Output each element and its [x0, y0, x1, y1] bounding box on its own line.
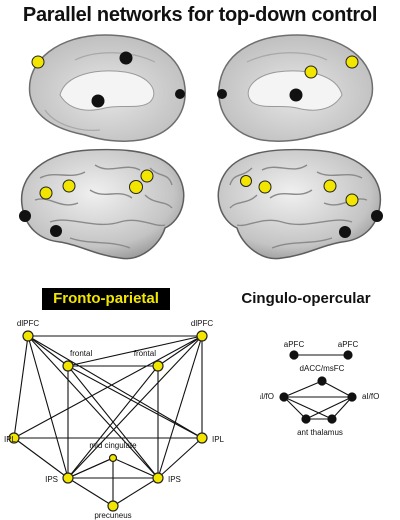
brain-node-yellow	[240, 175, 252, 187]
graph-node-frontal_r	[152, 360, 164, 372]
brain-node-yellow	[62, 179, 76, 193]
graph-node-frontal_l	[62, 360, 74, 372]
graph-edge	[112, 477, 159, 507]
graph-node-label: aI/fO	[260, 392, 274, 401]
brain-node-black	[217, 89, 227, 99]
brain-node-yellow	[129, 180, 143, 194]
graph-node-aifo_r	[347, 392, 357, 402]
graph-edge	[13, 437, 69, 479]
graph-node-label: aPFC	[338, 340, 359, 349]
graph-edge	[27, 335, 69, 367]
graph-edge	[157, 335, 203, 479]
graph-edge	[27, 335, 69, 479]
graph-node-thal_l	[301, 414, 311, 424]
graph-edge	[67, 365, 203, 439]
graph-node-label: frontal	[70, 349, 92, 358]
brain-node-black	[339, 226, 351, 238]
graph-node-ipl_r	[196, 432, 208, 444]
brain-node-black	[19, 210, 31, 222]
brain-lateral-left	[19, 148, 185, 260]
brain-node-black	[289, 88, 303, 102]
brain-node-black	[119, 51, 133, 65]
brain-lateral-right	[217, 148, 383, 260]
graph-edge	[331, 396, 353, 420]
graph-edge	[157, 437, 203, 479]
graph-node-label: IPS	[45, 475, 58, 484]
brain-renderings	[19, 34, 383, 260]
figure-title: Parallel networks for top-down control	[22, 4, 378, 26]
graph-edge	[13, 335, 29, 439]
brain-node-black	[371, 210, 383, 222]
brain-node-yellow	[39, 186, 53, 200]
graph-edge	[157, 335, 203, 367]
graph-edge	[67, 457, 114, 479]
brain-node-yellow	[31, 55, 45, 69]
graph-node-dlpfc_l	[22, 330, 34, 342]
graph-edge	[283, 380, 323, 398]
graph-edge	[283, 396, 333, 420]
graph-edge	[321, 380, 353, 398]
brain-node-black	[50, 225, 62, 237]
graph-node-dacc	[317, 376, 327, 386]
graph-node-aifo_l	[279, 392, 289, 402]
cingulo-opercular-label: Cingulo-opercular	[241, 290, 371, 307]
graph-edge	[27, 335, 159, 479]
graph-edge	[67, 477, 114, 507]
brain-node-yellow	[304, 65, 318, 79]
graph-edge	[283, 396, 307, 420]
brain-node-yellow	[345, 55, 359, 69]
graph-node-label: dACC/msFC	[300, 364, 345, 373]
graph-node-label: IPL	[4, 435, 17, 444]
graph-node-label: frontal	[134, 349, 156, 358]
graph-edge	[112, 457, 159, 479]
graph-edge	[67, 335, 203, 367]
graph-edge	[67, 335, 203, 479]
graph-node-label: IPS	[168, 475, 181, 484]
graph-node-label: precuneus	[94, 511, 131, 520]
graph-node-label: aI/fO	[362, 392, 379, 401]
graph-edge	[305, 396, 353, 420]
graph-node-label: ant thalamus	[297, 428, 343, 437]
brain-medial-right	[217, 34, 374, 142]
graph-node-precuneus	[107, 500, 119, 512]
brain-node-black	[175, 89, 185, 99]
graph-edge	[27, 335, 203, 439]
graph-edge	[67, 365, 159, 479]
graph-node-dlpfc_r	[196, 330, 208, 342]
graph-node-label: dlPFC	[17, 319, 39, 328]
brain-node-yellow	[258, 180, 272, 194]
cingulo-opercular-graph: aPFC aPFC dACC/msFC aI/fO aI/fO ant thalamus	[260, 340, 379, 437]
graph-node-ipl_l	[8, 432, 20, 444]
graph-node-label: aPFC	[284, 340, 305, 349]
graph-node-label: dlPFC	[191, 319, 213, 328]
graph-node-ips_l	[62, 472, 74, 484]
graph-node-label: mid cingulate	[89, 441, 137, 450]
graph-node-label: IPL	[212, 435, 225, 444]
graph-node-apfc_r	[343, 350, 353, 360]
brain-node-yellow	[323, 179, 337, 193]
graph-node-thal_r	[327, 414, 337, 424]
graph-node-ips_r	[152, 472, 164, 484]
graph-node-apfc_l	[289, 350, 299, 360]
brain-node-yellow	[140, 169, 154, 183]
brain-medial-left	[28, 34, 186, 142]
brain-node-yellow	[345, 193, 359, 207]
fronto-parietal-label: Fronto-parietal	[42, 288, 170, 310]
graph-node-midcing	[108, 453, 118, 463]
brain-node-black	[91, 94, 105, 108]
